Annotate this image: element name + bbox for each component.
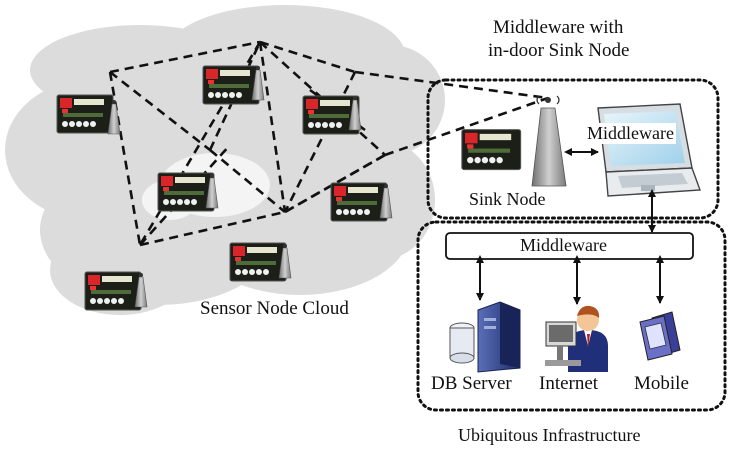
sensor-node-6 (229, 242, 292, 282)
db-server-icon (449, 301, 521, 373)
middleware-title-line2: in-door Sink Node (488, 40, 630, 61)
internet-label: Internet (539, 373, 599, 394)
laptop-icon (597, 103, 701, 197)
sensor-cloud-label: Sensor Node Cloud (200, 298, 349, 319)
mobile-phone-icon (639, 311, 681, 361)
sensor-node-1 (56, 94, 121, 135)
middleware-bar (445, 232, 694, 260)
sink-node-label: Sink Node (469, 189, 546, 209)
sensor-node-4 (157, 172, 219, 212)
internet-user-icon (545, 305, 608, 372)
sink-node-icon (461, 95, 567, 187)
db-server-label: DB Server (431, 373, 512, 394)
infrastructure-label: Ubiquitous Infrastructure (458, 425, 641, 445)
sensor-node-7 (84, 271, 148, 311)
middleware-sink-box (426, 78, 720, 220)
mobile-label: Mobile (634, 373, 689, 394)
laptop-middleware-label: Middleware (585, 123, 676, 144)
middleware-title-line1: Middleware with (493, 17, 624, 38)
sensor-node-2 (202, 65, 265, 105)
ubiquitous-infrastructure-box (416, 220, 727, 412)
sensor-node-3 (302, 95, 362, 135)
middleware-bar-label: Middleware (520, 235, 607, 255)
sensor-node-5 (330, 182, 393, 222)
